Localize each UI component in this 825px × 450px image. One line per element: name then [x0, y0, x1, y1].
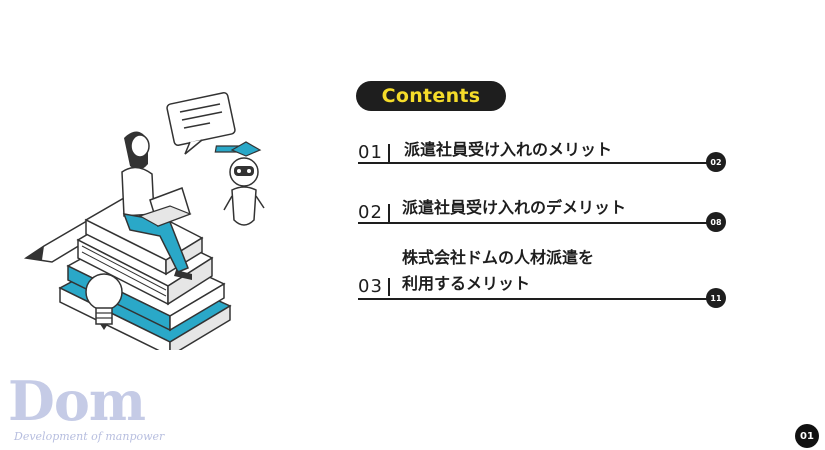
- page-badge: 02: [706, 152, 726, 172]
- toc-underline: [358, 162, 708, 164]
- light-bulb-icon: [85, 273, 123, 330]
- slide-number-badge: 01: [795, 424, 819, 448]
- toc-title-line-2: 利用するメリット: [402, 274, 531, 293]
- robot-icon: [214, 141, 265, 226]
- contents-heading-pill: Contents: [356, 81, 506, 111]
- logo-tagline: Development of manpower: [14, 430, 165, 443]
- contents-heading: Contents: [381, 85, 481, 107]
- toc-title: 派遣社員受け入れのデメリット: [402, 198, 627, 217]
- toc-title-line-1: 株式会社ドムの人材派遣を: [402, 248, 595, 267]
- toc-number: 01: [358, 142, 383, 163]
- toc-divider: [388, 204, 390, 222]
- toc-item-03[interactable]: 株式会社ドムの人材派遣を 03 利用するメリット 11: [358, 246, 726, 316]
- toc-title: 派遣社員受け入れのメリット: [404, 140, 613, 159]
- toc-number: 02: [358, 202, 383, 223]
- toc-item-02[interactable]: 02 派遣社員受け入れのデメリット 08: [358, 196, 726, 236]
- toc-underline: [358, 298, 708, 300]
- page-badge: 08: [706, 212, 726, 232]
- toc-divider: [388, 278, 390, 296]
- toc-underline: [358, 222, 708, 224]
- toc-number: 03: [358, 276, 383, 297]
- toc-item-01[interactable]: 01 派遣社員受け入れのメリット 02: [358, 138, 726, 178]
- logo-wordmark: Dom: [8, 369, 146, 433]
- toc-divider: [388, 144, 390, 162]
- dom-logo: Dom Development of manpower: [8, 372, 168, 448]
- student-studying-illustration-icon: [23, 92, 265, 350]
- page-badge: 11: [706, 288, 726, 308]
- student-person-icon: [121, 131, 192, 280]
- speech-bubble-icon: [166, 92, 236, 155]
